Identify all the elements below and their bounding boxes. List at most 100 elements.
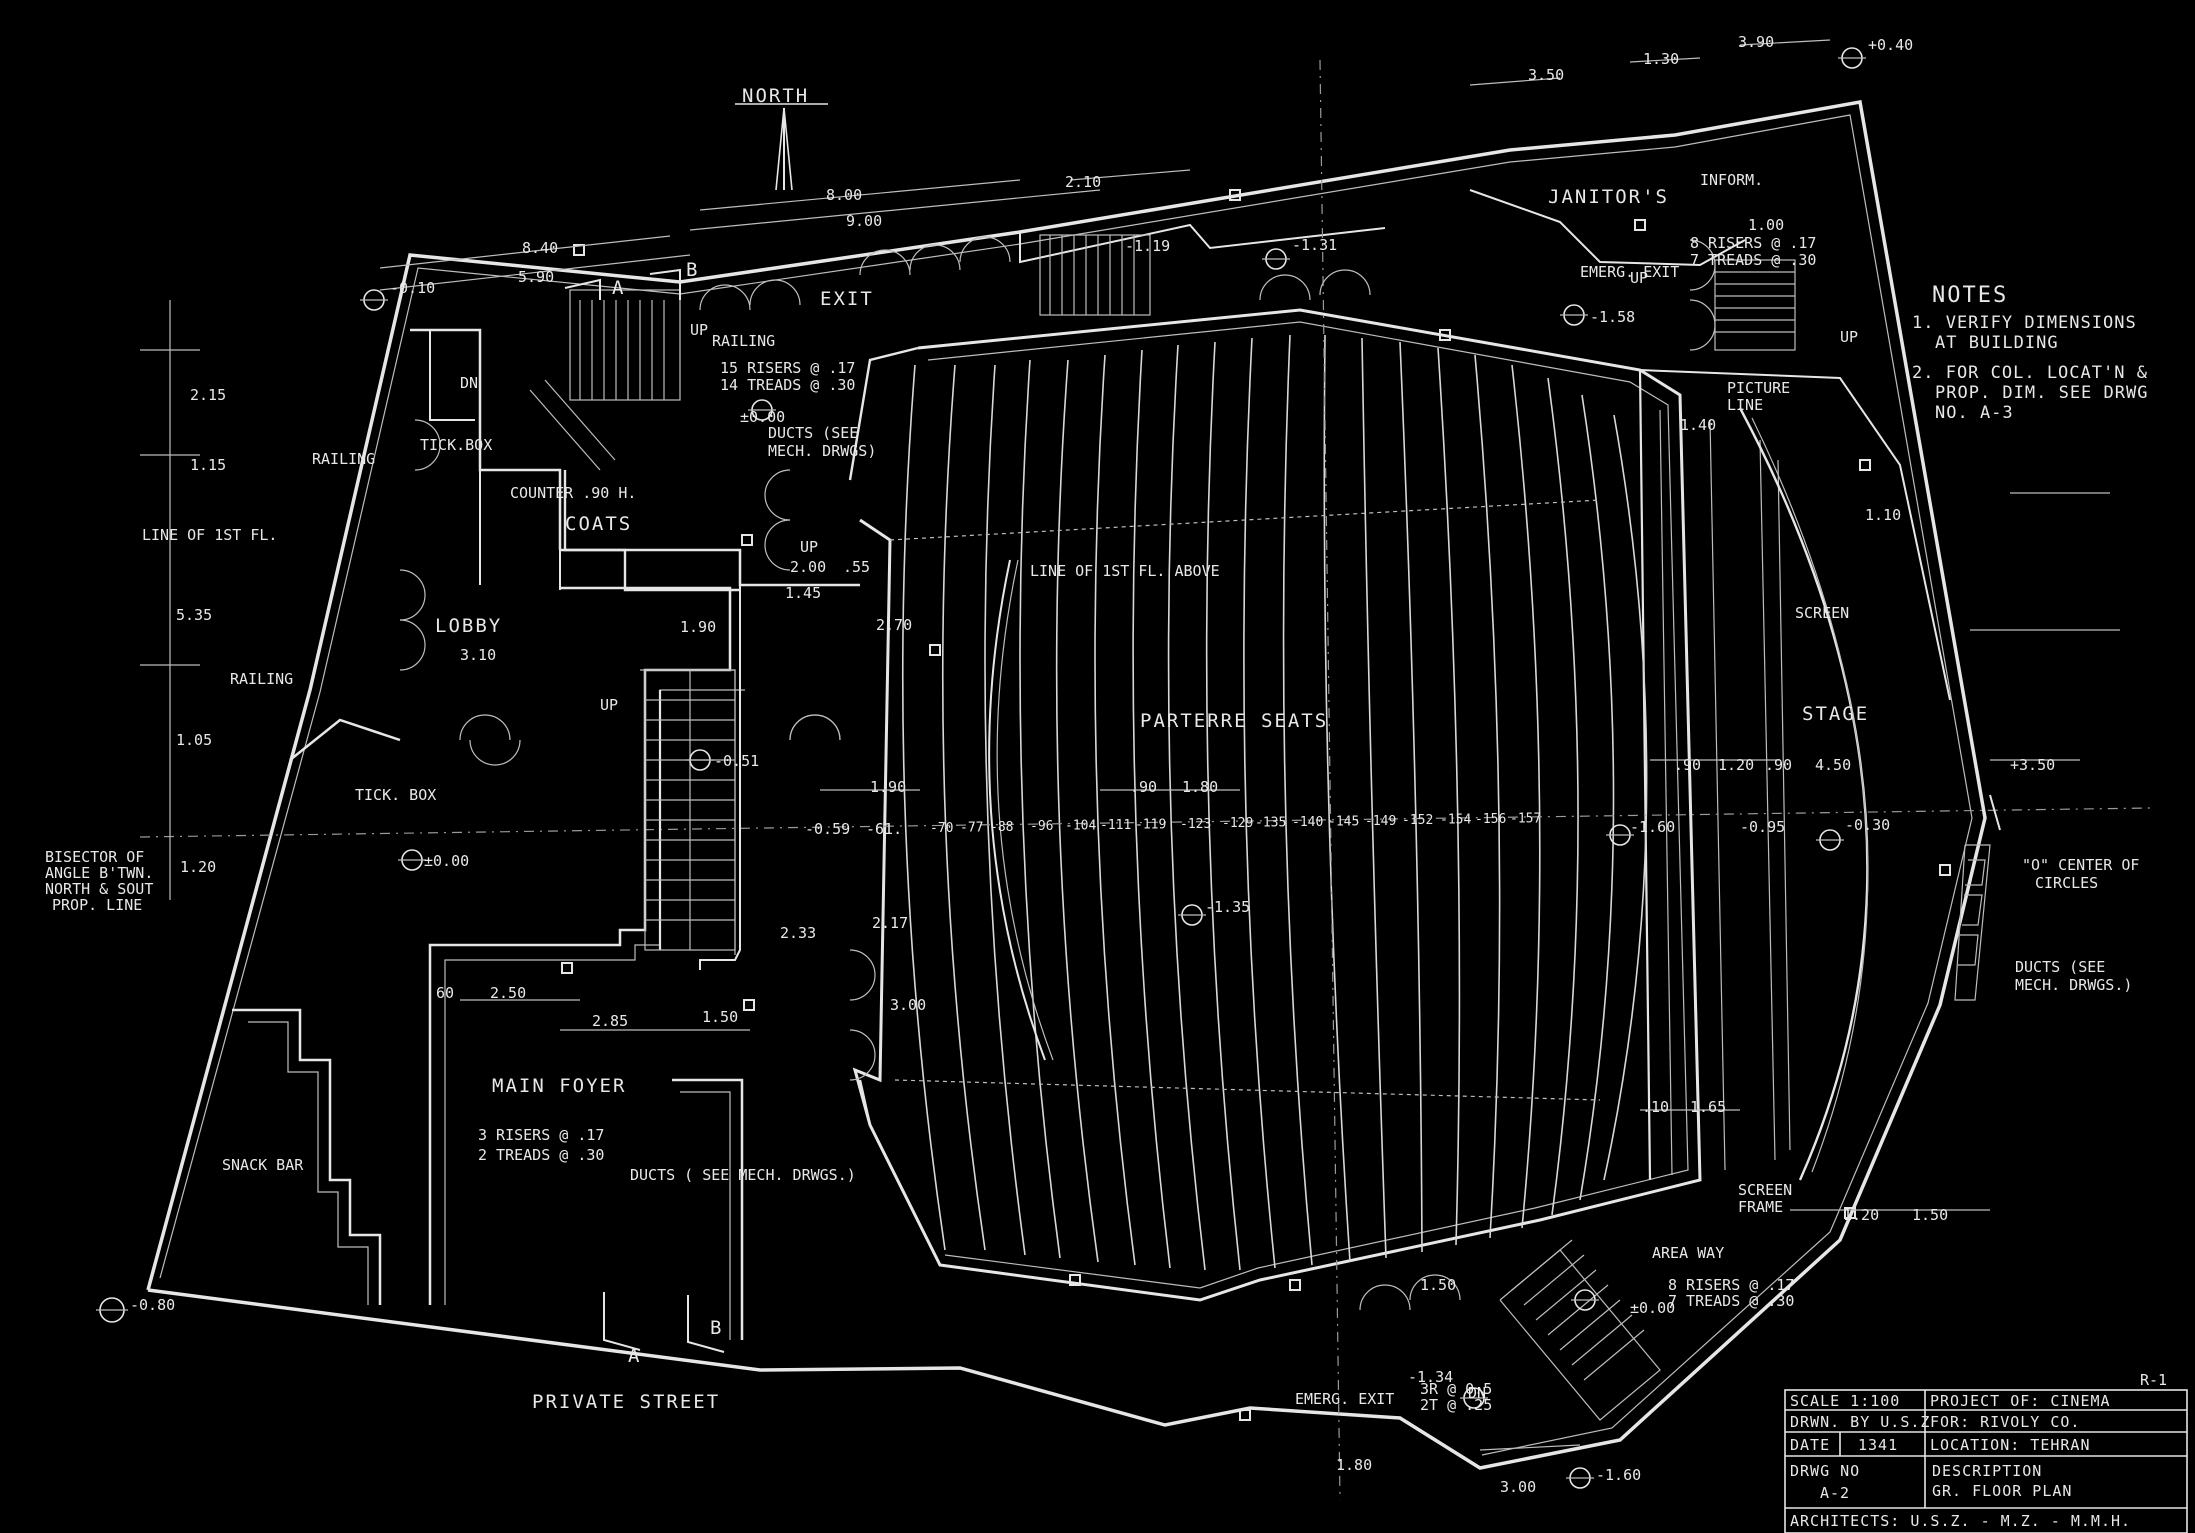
stair-up-4: UP <box>1630 269 1648 287</box>
dim-3-00-left: 3.00 <box>890 996 926 1014</box>
dim-1-80-aisle: 1.80 <box>1182 778 1218 796</box>
lvl-zero-a: ±0.00 <box>424 852 469 870</box>
tb-project: PROJECT OF: CINEMA <box>1930 1392 2111 1410</box>
dim-2-50: 2.50 <box>490 984 526 1002</box>
dim-8-00: 8.00 <box>826 186 862 204</box>
dim-2-15: 2.15 <box>190 386 226 404</box>
dim-3-50: 3.50 <box>1528 66 1564 84</box>
stair-top-exit <box>1039 234 1151 316</box>
tb-architects: ARCHITECTS: U.S.Z. - M.Z. - M.M.H. <box>1790 1512 2131 1530</box>
lvl-zero-b: ±0.00 <box>740 408 785 426</box>
dim-3-90: 3.90 <box>1738 33 1774 51</box>
dim-1-50-door: 1.50 <box>1420 1276 1456 1294</box>
janitors-label: JANITOR'S <box>1548 186 1669 208</box>
dim-0-90-b: .90 <box>1765 756 1792 774</box>
note-1b: AT BUILDING <box>1935 333 2059 353</box>
risers-foyer-1: 3 RISERS @ .17 <box>478 1126 604 1144</box>
bisector-2: ANGLE B'TWN. <box>45 864 153 882</box>
row-level-4: -104 <box>1065 819 1096 834</box>
section-markers: A B A B <box>564 259 725 1367</box>
snack-bar-label: SNACK BAR <box>222 1156 304 1174</box>
riser-small-2: 2T @ .25 <box>1420 1396 1492 1414</box>
title-block: SCALE 1:100 DRWN. BY U.S.Z DATE 1341 DRW… <box>1784 1389 2188 1533</box>
dim-5-90: 5.90 <box>518 268 554 286</box>
dimension-texts: 8.40 5.90 8.00 9.00 2.10 3.50 1.30 3.90 … <box>130 33 2055 1496</box>
row-level-5: -111 <box>1100 818 1131 833</box>
parterre-seats-label: PARTERRE SEATS <box>1140 710 1328 732</box>
coats-label: COATS <box>565 513 632 535</box>
exit-label: EXIT <box>820 288 874 310</box>
dim-60: 60 <box>436 984 454 1002</box>
lvl-minus-1-60: -1.60 <box>1630 818 1675 836</box>
lobby-label: LOBBY <box>435 615 502 637</box>
cross-axis <box>1319 59 1341 1501</box>
row-level-0: -70 <box>930 821 953 836</box>
lvl-minus-1-58: -1.58 <box>1590 308 1635 326</box>
risers-top-1: 15 RISERS @ .17 <box>720 359 855 377</box>
tb-drwg-label: DRWG NO <box>1790 1462 1860 1480</box>
dim-8-40: 8.40 <box>522 239 558 257</box>
section-a-bottom: A <box>628 1345 641 1367</box>
dim-2-33: 2.33 <box>780 924 816 942</box>
tb-date-label: DATE <box>1790 1436 1830 1454</box>
sheet-number: R-1 <box>2140 1371 2167 1389</box>
stair-northeast <box>1714 259 1796 351</box>
stage-label: STAGE <box>1802 703 1869 725</box>
section-a-top: A <box>612 277 625 299</box>
lvl-minus-0-59: -0.59 <box>805 820 850 838</box>
private-street-label: PRIVATE STREET <box>532 1391 720 1413</box>
dim-1-65: 1.65 <box>1690 1098 1726 1116</box>
dim-1-40: 1.40 <box>1680 416 1716 434</box>
row-level-labels: -70-77-88-96-104-111-119-123-129-135-140… <box>930 811 1541 836</box>
dimension-lines <box>140 39 2120 1451</box>
tb-scale: SCALE 1:100 <box>1790 1392 1900 1410</box>
stair-center <box>644 669 736 951</box>
ducts-top-1: DUCTS (SEE <box>768 424 858 442</box>
dim-1-20-right: 1.20 <box>1843 1206 1879 1224</box>
lvl-minus-0-30: -0.30 <box>1845 816 1890 834</box>
lvl-plus-3-50: +3.50 <box>2010 756 2055 774</box>
dim-2-10: 2.10 <box>1065 173 1101 191</box>
lvl-minus-1-19: -1.19 <box>1125 237 1170 255</box>
stair-up-2: UP <box>600 696 618 714</box>
row-level-8: -129 <box>1222 816 1253 831</box>
ducts-right-1: DUCTS (SEE <box>2015 958 2105 976</box>
parterre-seat-rows <box>889 334 1648 1271</box>
tick-box-lower-label: TICK. BOX <box>355 786 436 804</box>
risers-se-2: 7 TREADS @ .30 <box>1668 1292 1794 1310</box>
door-swings <box>399 236 1716 1311</box>
dim-1-30: 1.30 <box>1643 50 1679 68</box>
main-foyer-label: MAIN FOYER <box>492 1075 626 1097</box>
stair-up-1: UP <box>690 321 708 339</box>
level-circles <box>96 47 1866 1489</box>
stair-up-3: UP <box>800 538 818 556</box>
stair-up-5: UP <box>1840 328 1858 346</box>
lvl-plus-0-40: +0.40 <box>1868 36 1913 54</box>
dim-5-35: 5.35 <box>176 606 212 624</box>
notes-title: NOTES <box>1932 283 2008 308</box>
dim-2-17: 2.17 <box>872 914 908 932</box>
emerg-exit-lower-label: EMERG. EXIT <box>1295 1390 1394 1408</box>
railing-left-label: RAILING <box>230 670 293 688</box>
dim-0-55: .55 <box>843 558 870 576</box>
stair-top-left <box>529 289 681 471</box>
dim-1-80: 1.80 <box>1336 1456 1372 1474</box>
notes-block: NOTES 1. VERIFY DIMENSIONS AT BUILDING 2… <box>1912 283 2147 494</box>
inform-label: INFORM. <box>1700 171 1763 189</box>
line-1st-fl-above-label: LINE OF 1ST FL. ABOVE <box>1030 562 1220 580</box>
stair-dn-1: DN <box>460 374 478 392</box>
tb-date-value: 1341 <box>1858 1436 1898 1454</box>
lvl-minus-1-60-bottom: -1.60 <box>1596 1466 1641 1484</box>
dim-1-45: 1.45 <box>785 584 821 602</box>
note-2c: NO. A-3 <box>1935 403 2014 423</box>
riser-small-1: 3R @ 0.5 <box>1420 1380 1492 1398</box>
ducts-top-2: MECH. DRWGS) <box>768 442 876 460</box>
dim-9-00: 9.00 <box>846 212 882 230</box>
lvl-zero-c: ±0.00 <box>1630 1299 1675 1317</box>
row-level-2: -88 <box>990 820 1013 835</box>
auditorium-walls <box>852 308 1869 1302</box>
row-level-12: -149 <box>1365 814 1396 829</box>
screen-frame-label-2: FRAME <box>1738 1198 1783 1216</box>
bisector-4: PROP. LINE <box>52 896 142 914</box>
